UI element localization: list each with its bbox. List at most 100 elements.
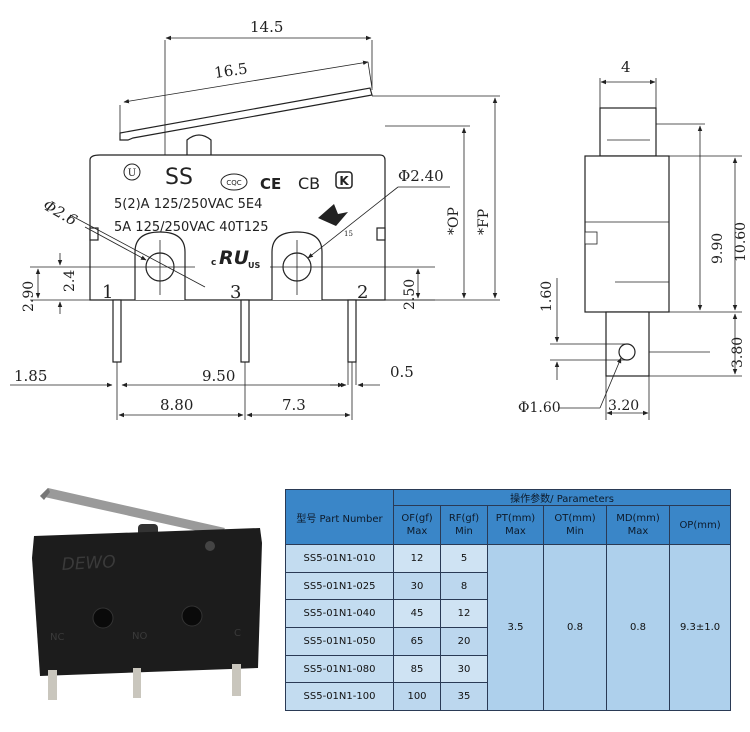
col-header-op: OP(mm) [668,505,732,546]
ul-mark: RU [219,247,250,269]
part-number-cell: SS5-01N1-050 [285,627,394,656]
svg-text:NO: NO [132,631,147,642]
svg-text:4: 4 [621,58,631,76]
product-photo: DEWO NC NO C [32,488,262,700]
table-row: SS5-01N1-050 65 20 [285,627,731,656]
ot-cell: 0.8 [543,544,607,711]
rating-line-2: 5A 125/250VAC 40T125 [114,220,269,235]
parameters-header: 操作参数/ Parameters [392,488,732,507]
terminal-pin-2 [347,299,357,363]
of-cell: 30 [393,571,441,601]
part-number-header: 型号 Part Number [285,488,394,546]
part-number-cell: SS5-01N1-040 [285,599,394,629]
svg-text:1.60: 1.60 [539,281,555,312]
table-row: SS5-01N1-025 30 8 [285,571,731,601]
photo-terminal-no [133,668,141,698]
ce-mark: CE [260,175,281,193]
c-mark: c [211,258,216,268]
svg-text:10.60: 10.60 [733,222,749,262]
svg-text:2.4: 2.4 [62,270,78,292]
rf-cell: 8 [440,571,488,601]
part-number-cell: SS5-01N1-025 [285,571,394,601]
parameter-table: 型号 Part Number 操作参数/ Parameters OF(gf)Ma… [285,488,732,711]
terminal-pin-1 [112,299,122,363]
side-dimension-labels: 4 9.90 10.60 1.60 3.80 Φ1.60 3.20 [518,58,749,416]
svg-text:3.80: 3.80 [730,337,746,368]
photo-body [32,528,262,676]
svg-text:9.90: 9.90 [710,233,726,264]
photo-terminal-nc [48,670,57,700]
us-mark: US [248,261,260,270]
rating-line-1: 5(2)A 125/250VAC 5E4 [114,197,262,212]
svg-text:*FP: *FP [476,209,492,235]
photo-terminal-c [232,664,241,696]
table-row: SS5-01N1-010 12 5 3.5 0.8 0.8 9.3±1.0 [285,544,732,711]
of-cell: 12 [393,544,441,573]
col-header-of: OF(gf)Max [393,505,441,546]
side-view [584,107,670,377]
col-header-ot: OT(mm)Min [543,505,607,546]
terminal-label-2: 2 [357,282,368,303]
svg-text:15: 15 [344,230,353,238]
table-row: SS5-01N1-100 100 35 [285,682,731,711]
cb-mark: CB [298,174,320,193]
table-row: SS5-01N1-080 85 30 [285,654,731,684]
rf-cell: 35 [440,682,488,711]
svg-text:2.90: 2.90 [21,281,37,312]
rf-cell: 12 [440,599,488,629]
kc-mark [335,171,353,189]
brand-ss: SS [165,165,193,190]
svg-text:Φ2.40: Φ2.40 [398,167,444,185]
terminal-label-1: 1 [102,282,113,303]
md-cell: 0.8 [606,544,670,711]
side-plunger [599,107,657,157]
rf-cell: 20 [440,627,488,656]
technical-drawing: U SS CQC CE CB K 5(2)A 125/250VAC 5E4 5A… [10,18,749,420]
part-number-cell: SS5-01N1-010 [285,544,394,573]
terminal-pin-3 [240,299,250,363]
svg-text:C: C [234,628,241,639]
op-cell: 9.3±1.0 [668,544,732,711]
svg-text:7.3: 7.3 [282,396,306,414]
side-body [584,155,670,313]
side-terminal-hole [618,343,636,361]
photo-hole-right [181,605,203,627]
cert-arrow-mark [318,204,348,226]
svg-text:Φ1.60: Φ1.60 [518,400,561,416]
col-header-md: MD(mm)Max [606,505,670,546]
pt-cell: 3.5 [487,544,544,711]
svg-text:K: K [339,174,349,188]
col-header-pt: PT(mm)Max [487,505,544,546]
svg-text:*OP: *OP [446,207,462,235]
photo-brand: DEWO [61,552,116,575]
svg-text:0.5: 0.5 [390,363,414,381]
front-markings: U SS CQC CE CB K 5(2)A 125/250VAC 5E4 5A… [102,163,368,303]
part-number-cell: SS5-01N1-100 [285,682,394,711]
of-cell: 85 [393,654,441,684]
svg-text:1.85: 1.85 [14,367,47,385]
svg-text:9.50: 9.50 [202,367,235,385]
svg-text:16.5: 16.5 [213,59,249,81]
svg-text:Φ2.6: Φ2.6 [40,196,81,230]
svg-text:3.20: 3.20 [608,398,639,414]
cqc-mark: CQC [226,179,241,187]
of-cell: 65 [393,627,441,656]
photo-hole-left [92,607,114,629]
front-dimensions [10,35,500,420]
svg-text:14.5: 14.5 [250,18,283,36]
svg-text:U: U [128,168,136,179]
of-cell: 100 [393,682,441,711]
rf-cell: 5 [440,544,488,573]
terminal-label-3: 3 [230,282,241,303]
col-header-rf: RF(gf)Min [440,505,488,546]
svg-text:NC: NC [50,632,64,643]
svg-text:2.50: 2.50 [402,279,418,310]
of-cell: 45 [393,599,441,629]
photo-lever [40,488,225,536]
part-number-cell: SS5-01N1-080 [285,654,394,684]
svg-text:8.80: 8.80 [160,396,193,414]
rf-cell: 30 [440,654,488,684]
lever [119,87,373,141]
side-dimensions [550,78,742,420]
plunger [186,134,212,155]
